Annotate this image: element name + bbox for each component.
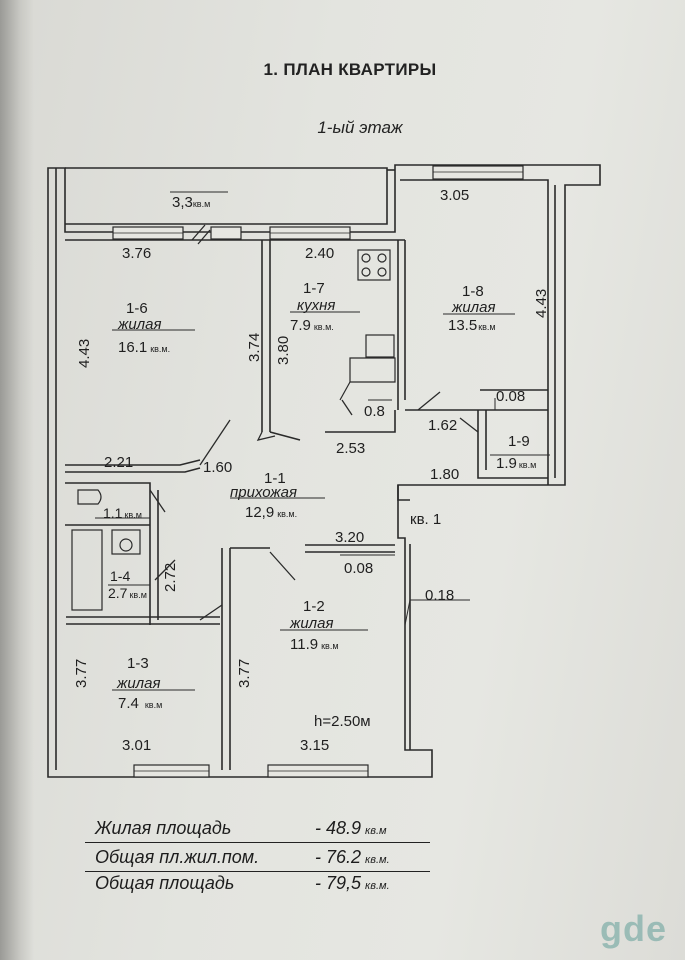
room-1-3-type: жилая bbox=[116, 675, 160, 692]
dim-0-8: 0.8 bbox=[364, 403, 385, 420]
summary-rule-1 bbox=[85, 842, 430, 843]
window-mullions bbox=[113, 171, 523, 772]
room-1-4-id: 1-4 bbox=[110, 568, 130, 584]
dim-4-43-left: 4.43 bbox=[76, 339, 93, 368]
dim-3-76: 3.76 bbox=[122, 245, 151, 262]
room-1-6-type: жилая bbox=[117, 316, 161, 333]
dim-4-43-right: 4.43 bbox=[533, 289, 550, 318]
dim-0-18: 0.18 bbox=[425, 587, 454, 604]
balcony-area: 3,3кв.м bbox=[172, 194, 210, 211]
room-1-3-id: 1-3 bbox=[127, 655, 149, 672]
dimension-labels: 3.05 3.76 2.40 4.43 3.74 3.80 4.43 0.8 0… bbox=[73, 187, 550, 754]
floor-label: 1-ый этаж bbox=[317, 118, 403, 137]
room-1-7-type: кухня bbox=[297, 297, 335, 314]
dim-2-40: 2.40 bbox=[305, 245, 334, 262]
dim-3-20: 3.20 bbox=[335, 529, 364, 546]
room-1-7-id: 1-7 bbox=[303, 280, 325, 297]
dim-2-72: 2.72 bbox=[162, 563, 179, 592]
dim-0-08-top: 0.08 bbox=[496, 388, 525, 405]
dim-1-60: 1.60 bbox=[203, 459, 232, 476]
page-fold-shadow bbox=[0, 0, 34, 960]
page-title: 1. ПЛАН КВАРТИРЫ bbox=[263, 60, 437, 79]
dim-2-21: 2.21 bbox=[104, 454, 133, 471]
dim-1-62: 1.62 bbox=[428, 417, 457, 434]
ceiling-height: h=2.50м bbox=[314, 713, 371, 730]
dim-3-15: 3.15 bbox=[300, 737, 329, 754]
room-1-9-id: 1-9 bbox=[508, 433, 530, 450]
dim-3-77-mid: 3.77 bbox=[236, 659, 253, 688]
dim-3-74: 3.74 bbox=[246, 333, 263, 362]
doors bbox=[149, 224, 479, 621]
dimension-lines bbox=[95, 191, 550, 691]
kitchen-fixtures bbox=[339, 249, 396, 401]
room-1-1-id: 1-1 bbox=[264, 470, 286, 487]
dim-3-77-left: 3.77 bbox=[73, 659, 90, 688]
dim-0-08-mid: 0.08 bbox=[344, 560, 373, 577]
room-1-8-area: 13.5кв.м bbox=[448, 317, 496, 334]
summary-rule-2 bbox=[85, 871, 430, 872]
watermark-logo: gde bbox=[600, 908, 668, 949]
room-1-8-type: жилая bbox=[451, 299, 495, 316]
room-1-6-id: 1-6 bbox=[126, 300, 148, 317]
room-1-2-id: 1-2 bbox=[303, 598, 325, 615]
bath-fixtures bbox=[71, 489, 141, 611]
dim-2-53: 2.53 bbox=[336, 440, 365, 457]
unit-label: кв. 1 bbox=[410, 511, 441, 528]
room-1-2-type: жилая bbox=[289, 615, 333, 632]
dim-1-80: 1.80 bbox=[430, 466, 459, 483]
room-1-1-type: прихожая bbox=[230, 484, 297, 501]
dim-3-80: 3.80 bbox=[275, 336, 292, 365]
dim-3-01: 3.01 bbox=[122, 737, 151, 754]
room-1-8-id: 1-8 bbox=[462, 283, 484, 300]
dim-3-05: 3.05 bbox=[440, 187, 469, 204]
